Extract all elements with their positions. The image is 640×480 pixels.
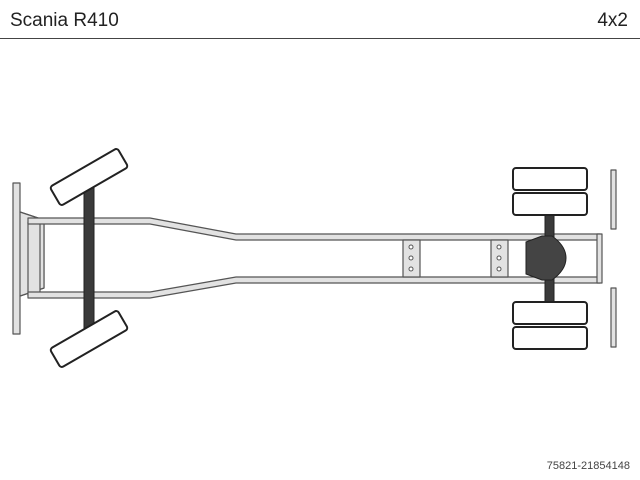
- rear-right-outer-wheel: [512, 326, 588, 350]
- frame-rail-top: [27, 217, 601, 241]
- bolt-hole: [496, 266, 502, 272]
- rear-bracket-top: [610, 169, 617, 230]
- axle-config-label: 4x2: [597, 10, 628, 31]
- header-bar: Scania R410 4x2: [0, 0, 640, 40]
- header-divider: [0, 38, 640, 39]
- listing-id: 75821-21854148: [546, 460, 630, 472]
- bolt-hole: [496, 244, 502, 250]
- bolt-hole: [408, 255, 414, 261]
- frame-rail-bottom: [27, 276, 601, 299]
- rear-right-inner-wheel: [512, 301, 588, 325]
- rear-left-inner-wheel: [512, 192, 588, 216]
- rear-differential: [525, 235, 567, 281]
- front-cross-member: [27, 221, 41, 297]
- front-left-wheel: [49, 148, 129, 206]
- bolt-hole: [408, 244, 414, 250]
- page-title: Scania R410: [10, 10, 119, 31]
- front-axle: [83, 185, 95, 329]
- rear-cross-member: [596, 233, 603, 284]
- bolt-hole: [408, 266, 414, 272]
- rear-bracket-bottom: [610, 287, 617, 348]
- rear-left-outer-wheel: [512, 167, 588, 191]
- front-right-wheel: [49, 310, 129, 368]
- bolt-hole: [496, 255, 502, 261]
